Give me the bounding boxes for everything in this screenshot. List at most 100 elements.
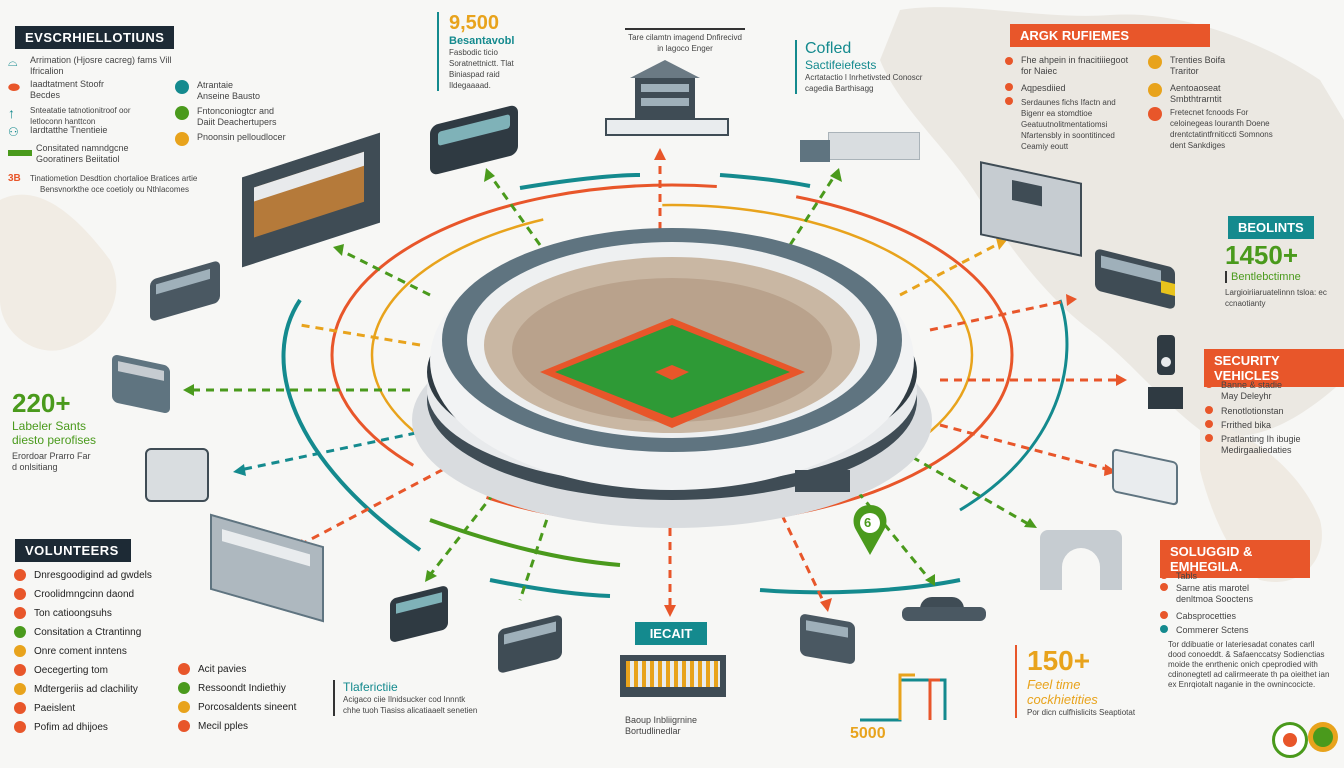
list-item: Oecegerting tom xyxy=(14,664,152,683)
list-item: Frrithed bika xyxy=(1205,420,1330,434)
list-item: Tabls xyxy=(1160,571,1300,583)
arrow-up-icon: ↑ xyxy=(8,105,15,121)
list-item: Onre coment inntens xyxy=(14,645,152,664)
list-item: Paeislent xyxy=(14,702,152,721)
mid-right-stat-header: BEOLINTS xyxy=(1228,216,1314,239)
top-right-list: Fhe ahpein in fnacitiiiegoot for Naiec A… xyxy=(1005,55,1140,152)
bottom-right-stat: 150+ Feel time cockhietities Por dicn cu… xyxy=(1015,645,1157,718)
list-item: Consitated namndgcne Gooratiners Beiitat… xyxy=(8,143,208,173)
list-item: Pnoonsin pelloudlocer xyxy=(175,132,315,152)
top-stat-box: 9,500 Besantavobl Fasbodic ticio Soratne… xyxy=(437,12,539,91)
people-icon: ⚇ xyxy=(8,125,19,139)
list-item: ⌓ Arrimation (Hjosre cacreg) fams Vill I… xyxy=(8,55,172,76)
list-item: Commerer Sctens xyxy=(1160,625,1300,636)
list-item: ⬬ Iaadtatment Stoofr Becdes xyxy=(8,79,105,100)
top-right-header: ARGK RUFIEMES xyxy=(1010,24,1210,47)
coordination-subtitle: Sactifeiefests xyxy=(805,58,877,72)
top-right-side-list: Trenties Boifa Traritor Aentoaoseat Smbt… xyxy=(1148,55,1298,151)
left-stat-label-2: diesto perofises xyxy=(12,433,97,447)
top-left-header: EVSCRHIELLOTIUNS xyxy=(15,26,175,49)
list-item: Serdaunes fichs Ifactn and Bigenr ea sto… xyxy=(1005,97,1140,152)
location-marker-icon xyxy=(853,505,887,555)
line-icon xyxy=(8,143,32,161)
security-header: SECURITY VEHICLES xyxy=(1204,349,1344,387)
top-arc-teal xyxy=(519,173,641,190)
bottom-left-title: Tlaferictiie xyxy=(343,680,398,694)
list-item: Ton catioongsuhs xyxy=(14,607,152,626)
volunteers-list-col1: Dnresgoodigind ad gwdels Croolidmngcinn … xyxy=(14,569,152,740)
list-item: 3B Tinatiometion Desdtion chortalioe Bra… xyxy=(8,173,198,184)
bottom-arc-teal xyxy=(759,578,961,595)
marker-number: 6 xyxy=(864,515,872,530)
top-stat-text: Fasbodic ticio Soratnettnictt. Tlat Bini… xyxy=(449,48,514,90)
truck-top-right xyxy=(800,132,920,164)
list-item: Banne & stadie May Deleyhr xyxy=(1205,380,1330,406)
list-item: Porcosaldents sineent xyxy=(178,701,296,720)
coordination-title: Cofled xyxy=(805,40,852,57)
list-item: ⚇ Iardtatthe Tnentieie xyxy=(8,125,108,139)
sedan-car xyxy=(902,597,986,623)
list-item: Renotlotionstan xyxy=(1205,406,1330,420)
mid-right-stat-box: 1450+ Bentlebctimne Largioiriiaruatelinn… xyxy=(1225,240,1335,309)
list-item: ↑ Snteatatie tatnotionitroof oor Ietloco… xyxy=(8,105,131,126)
list-item: Trenties Boifa Traritor xyxy=(1148,55,1298,83)
vehicle-icon: ⬬ xyxy=(8,79,20,95)
entrance-gate-building xyxy=(1040,530,1122,590)
bus-icon: ⌓ xyxy=(8,55,18,69)
bottom-arc-teal-left xyxy=(489,578,611,598)
list-item: Ressoondt Indiethiy xyxy=(178,682,296,701)
bottom-center-caption: Baoup Inbliigrnine Bortudlinedlar xyxy=(625,715,698,736)
top-center-caption: Tare cilamtn imagend Dnfirecivd in lagoc… xyxy=(625,28,745,54)
bottom-right-stat-text: Por dicn culfhislicits Seaptiotat xyxy=(1027,708,1136,717)
bottom-left-label: Tlaferictiie Acigaco ciie Ilnidsucker co… xyxy=(333,680,483,716)
volunteers-list-col2: Acit pavies Ressoondt Indiethiy Porcosal… xyxy=(178,663,296,739)
bottom-left-text: Acigaco ciie Ilnidsucker cod Innntk chhe… xyxy=(343,695,478,715)
bottom-center-header: IECAIT xyxy=(635,622,707,645)
bottom-right-header: SOLUGGID & EMHEGILA. xyxy=(1160,540,1310,578)
arrow-icon xyxy=(175,80,189,94)
list-item: Pratlanting Ih ibugie Medirgaaliedaties xyxy=(1205,434,1330,456)
right-arc-teal xyxy=(959,299,1069,512)
bottom-right-stat-value: 150+ xyxy=(1027,645,1091,676)
left-stat-text: Erordoar Prarro Far d onlsitiang xyxy=(12,451,91,472)
check-icon xyxy=(175,106,189,120)
bottom-number: 5000 xyxy=(850,725,886,742)
bottom-right-stat-line1: Feel time xyxy=(1027,677,1081,692)
list-item: Pofim ad dhijoes xyxy=(14,721,152,740)
bottom-arc-green xyxy=(429,518,621,567)
list-item: Dnresgoodigind ad gwdels xyxy=(14,569,152,588)
list-item: Aentoaoseat Smbthtrarntit xyxy=(1148,83,1298,107)
traffic-light-security xyxy=(1148,335,1183,409)
control-tower-building xyxy=(605,60,729,150)
seal-logo-2 xyxy=(1308,722,1338,752)
stadium xyxy=(412,228,932,528)
left-stat-value: 220+ xyxy=(12,388,71,418)
top-left-list: ⌓ Arrimation (Hjosre cacreg) fams Vill I… xyxy=(8,55,208,195)
list-item: Fntonconiogtcr and Daiit Deachertupers xyxy=(175,106,315,132)
mid-right-stat-label: Bentlebctimne xyxy=(1225,271,1335,283)
left-stat-label-1: Labeler Sants xyxy=(12,419,87,433)
coordination-text: Acrtatactio l Inrhetivsted Conoscr caged… xyxy=(805,73,923,93)
top-left-mid-list: Atrantaie Anseine Bausto Fntonconiogtcr … xyxy=(175,80,315,152)
security-list: Banne & stadie May Deleyhr Renotlotionst… xyxy=(1205,380,1330,456)
list-item: Fhe ahpein in fnacitiiiegoot for Naiec xyxy=(1005,55,1140,83)
dollar-icon xyxy=(175,132,189,146)
left-stat-box: 220+ Labeler Sants diesto perofises Eror… xyxy=(12,388,132,473)
list-item: Fretecnet fcnoods For celoinegeas louran… xyxy=(1148,107,1298,151)
bottom-right-paragraph: Tor ddibuatie or Iateriesadat conates ca… xyxy=(1168,640,1330,689)
bottom-right-list: Tabls Sarne atis marotel denltmoa Soocte… xyxy=(1160,571,1300,636)
bottom-right-stat-line2: cockhietities xyxy=(1027,692,1098,707)
list-item: Cabsprocetties xyxy=(1160,611,1300,625)
grandstand-building xyxy=(620,655,726,697)
flag-icon: 3B xyxy=(8,173,21,184)
mid-right-stat-value: 1450+ xyxy=(1225,240,1299,270)
top-stat-value: 9,500 xyxy=(449,12,500,34)
seal-logo-1 xyxy=(1272,722,1308,758)
list-item: Mecil pples xyxy=(178,720,296,739)
growth-chart-lines xyxy=(860,673,947,722)
list-item: Consitation a Ctrantinng xyxy=(14,626,152,645)
top-stat-label: Besantavobl xyxy=(449,35,515,47)
coordination-box: Cofled Sactifeiefests Acrtatactio l Inrh… xyxy=(795,40,925,94)
list-item: Sarne atis marotel denltmoa Sooctens xyxy=(1160,583,1300,611)
